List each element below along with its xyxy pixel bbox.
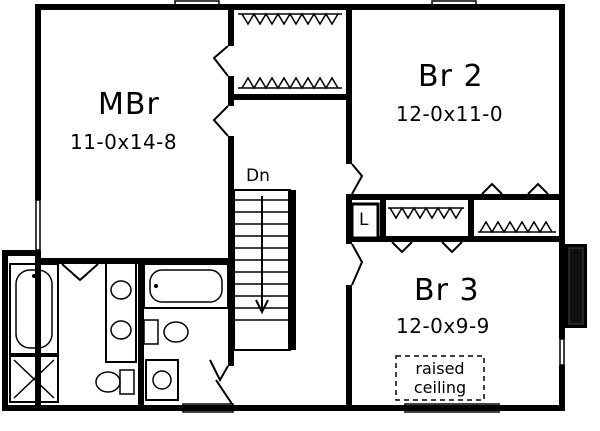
stairs-down-label: Dn bbox=[246, 166, 270, 186]
stairs bbox=[233, 189, 296, 351]
mbr-name: MBr bbox=[98, 87, 160, 122]
linen-label: L bbox=[359, 210, 369, 230]
br3-name: Br 3 bbox=[414, 273, 480, 308]
windows bbox=[35, 0, 565, 413]
mbr-dims: 11-0x14-8 bbox=[70, 130, 178, 154]
raised-ceiling-note: raised ceiling bbox=[396, 359, 484, 397]
br3-dims: 12-0x9-9 bbox=[396, 314, 490, 338]
br2-name: Br 2 bbox=[418, 59, 484, 94]
raised-ceiling-line1: raised bbox=[415, 359, 465, 378]
doors bbox=[61, 45, 549, 405]
closet-rods bbox=[238, 12, 556, 234]
br2-dims: 12-0x11-0 bbox=[396, 102, 504, 126]
linen-closet bbox=[350, 202, 380, 240]
raised-ceiling-outline bbox=[395, 355, 485, 401]
bath-fixtures bbox=[9, 261, 229, 403]
exterior-walls bbox=[2, 4, 565, 411]
interior-walls bbox=[35, 4, 565, 411]
raised-ceiling-line2: ceiling bbox=[413, 378, 467, 397]
